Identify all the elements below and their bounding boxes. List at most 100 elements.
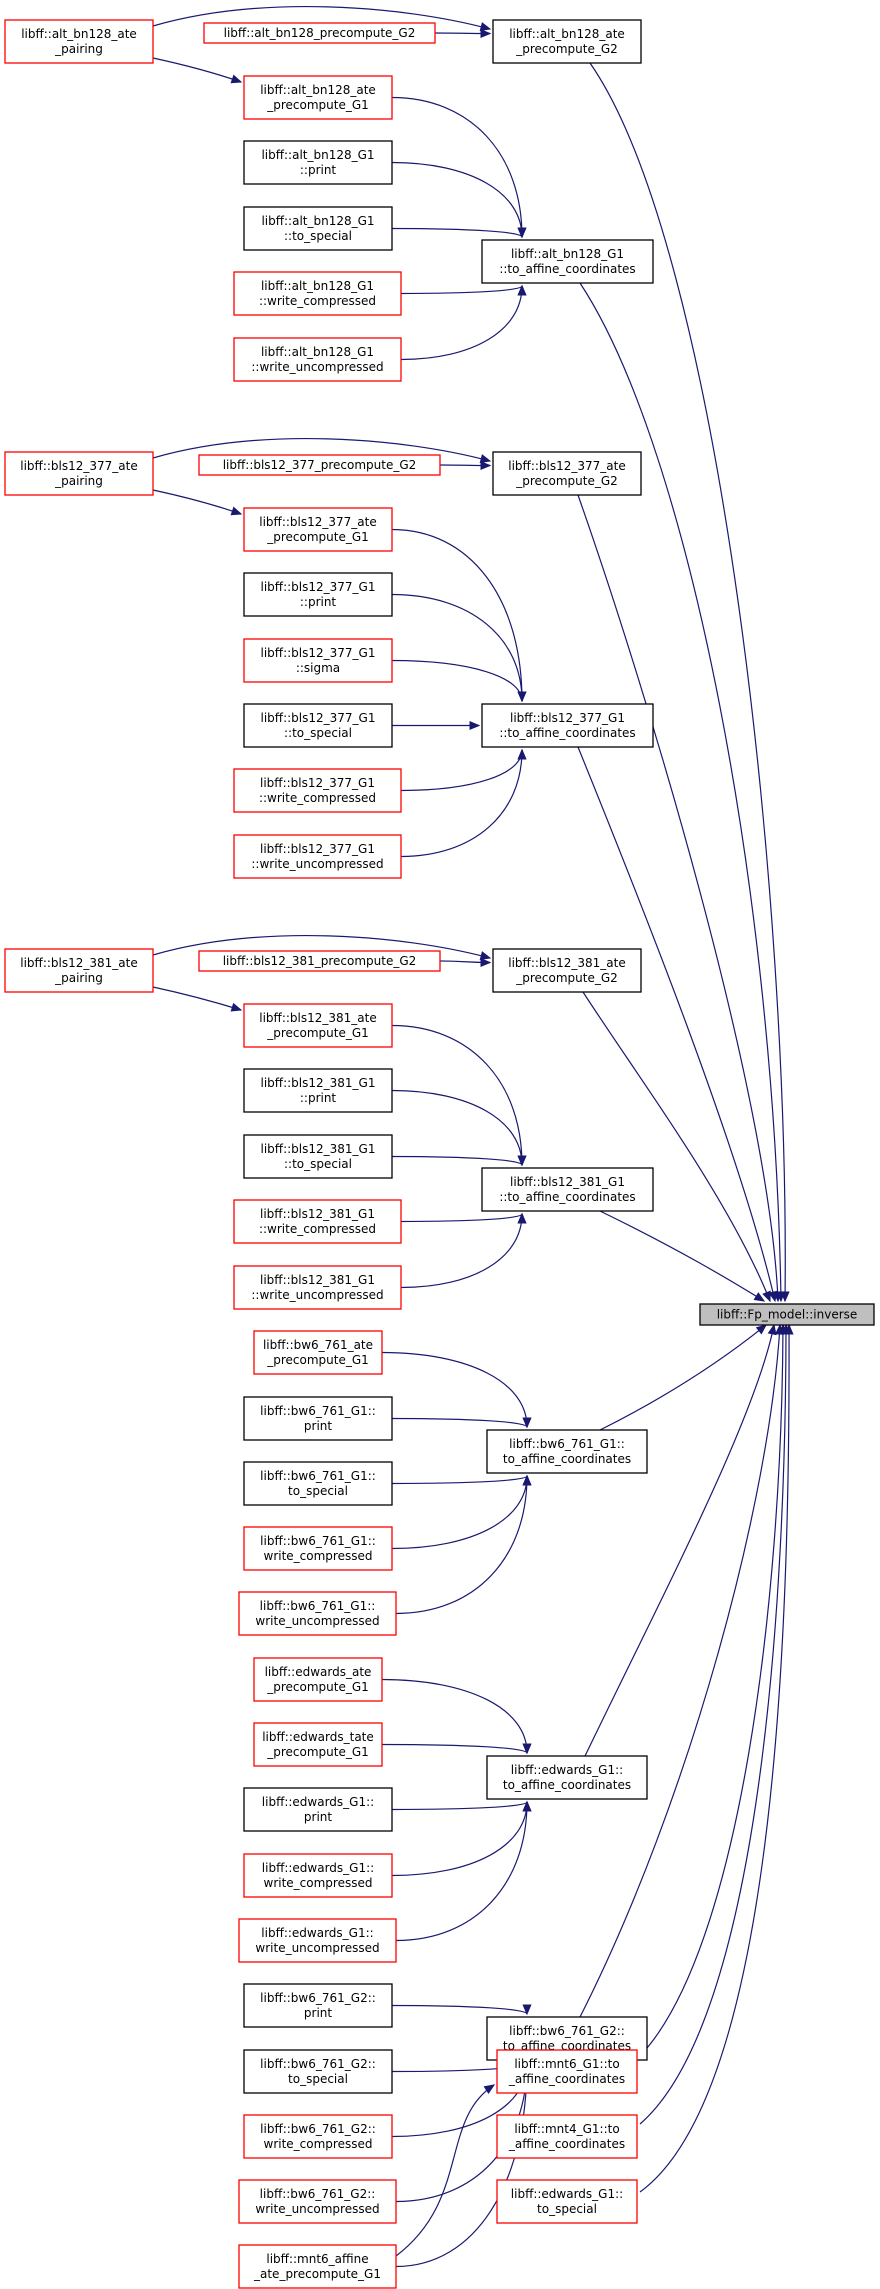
node-bw1_ate_pre_g1[interactable]: libff::bw6_761_ate_precompute_G1 bbox=[253, 1330, 383, 1375]
node-mnt4_affine[interactable]: libff::mnt4_G1::to_affine_coordinates bbox=[496, 2114, 638, 2159]
node-alt_ate_pre_g2[interactable]: libff::alt_bn128_ate_precompute_G2 bbox=[492, 19, 642, 64]
node-ed_print[interactable]: libff::edwards_G1::print bbox=[243, 1787, 393, 1832]
node-b381_affine[interactable]: libff::bls12_381_G1::to_affine_coordinat… bbox=[481, 1167, 654, 1212]
node-label-line: _pairing bbox=[54, 971, 103, 985]
node-label-line: _precompute_G1 bbox=[266, 1680, 369, 1694]
node-b381_print[interactable]: libff::bls12_381_G1::print bbox=[243, 1068, 393, 1113]
edge-line bbox=[400, 285, 523, 361]
edge-alt_special-to-alt_affine bbox=[391, 227, 527, 239]
edge-line bbox=[381, 1743, 528, 1754]
node-box bbox=[243, 507, 393, 552]
node-alt_ate_pre_g1[interactable]: libff::alt_bn128_ate_precompute_G1 bbox=[243, 75, 393, 120]
edge-alt_affine-to-fp_inverse bbox=[579, 282, 786, 1303]
node-b381_wu[interactable]: libff::bls12_381_G1::write_uncompressed bbox=[233, 1265, 402, 1310]
node-label-line: _affine_coordinates bbox=[508, 2137, 625, 2151]
node-ed_ate_pre_g1[interactable]: libff::edwards_ate_precompute_G1 bbox=[253, 1657, 383, 1702]
node-b377_print[interactable]: libff::bls12_377_G1::print bbox=[243, 572, 393, 617]
node-alt_wc[interactable]: libff::alt_bn128_G1::write_compressed bbox=[233, 271, 402, 316]
node-box bbox=[243, 2049, 393, 2094]
edge-b381_wu-to-b381_affine bbox=[400, 1212, 527, 1289]
node-bw2_print[interactable]: libff::bw6_761_G2::print bbox=[243, 1983, 393, 2028]
node-b377_special[interactable]: libff::bls12_377_G1::to_special bbox=[243, 703, 393, 748]
node-label-line: ::to_affine_coordinates bbox=[499, 1190, 635, 1204]
node-ed_wu[interactable]: libff::edwards_G1::write_uncompressed bbox=[238, 1918, 397, 1963]
node-alt_pre_g2_full[interactable]: libff::alt_bn128_precompute_G2 bbox=[203, 22, 436, 44]
node-b377_ate_pre_g1[interactable]: libff::bls12_377_ate_precompute_G1 bbox=[243, 507, 393, 552]
node-b377_sigma[interactable]: libff::bls12_377_G1::sigma bbox=[243, 638, 393, 683]
node-bw1_special[interactable]: libff::bw6_761_G1::to_special bbox=[243, 1461, 393, 1506]
edge-bw2_print-to-bw2_affine bbox=[391, 2004, 532, 2016]
node-label-line: libff::alt_bn128_ate bbox=[509, 27, 625, 41]
node-bw2_wu[interactable]: libff::bw6_761_G2::write_uncompressed bbox=[238, 2179, 397, 2224]
node-bw2_wc[interactable]: libff::bw6_761_G2::write_compressed bbox=[243, 2114, 393, 2159]
edge-b377_wu-to-b377_affine bbox=[400, 748, 527, 858]
node-box bbox=[243, 1787, 393, 1832]
edge-line bbox=[395, 1475, 528, 1615]
node-bw2_special[interactable]: libff::bw6_761_G2::to_special bbox=[243, 2049, 393, 2094]
node-b381_ate_pre_g2[interactable]: libff::bls12_381_ate_precompute_G2 bbox=[492, 948, 642, 993]
node-b381_special[interactable]: libff::bls12_381_G1::to_special bbox=[243, 1134, 393, 1179]
edge-line bbox=[639, 1324, 784, 2057]
node-bw1_print[interactable]: libff::bw6_761_G1::print bbox=[243, 1396, 393, 1441]
node-b377_pairing[interactable]: libff::bls12_377_ate_pairing bbox=[4, 451, 154, 496]
node-b377_ate_pre_g2[interactable]: libff::bls12_377_ate_precompute_G2 bbox=[492, 451, 642, 496]
edge-arrowhead bbox=[230, 506, 243, 516]
node-alt_special[interactable]: libff::alt_bn128_G1::to_special bbox=[243, 206, 393, 251]
node-label-line: to_special bbox=[537, 2202, 597, 2216]
node-label-line: ::write_compressed bbox=[259, 791, 376, 805]
node-b377_affine[interactable]: libff::bls12_377_G1::to_affine_coordinat… bbox=[481, 703, 654, 748]
node-label-line: libff::alt_bn128_G1 bbox=[261, 279, 374, 293]
node-label-line: ::write_uncompressed bbox=[251, 857, 383, 871]
node-box bbox=[238, 2179, 397, 2224]
edge-arrowhead bbox=[479, 951, 492, 960]
edge-line bbox=[152, 489, 242, 515]
node-mnt6_affine_pre[interactable]: libff::mnt6_affine_ate_precompute_G1 bbox=[238, 2244, 397, 2289]
edge-line bbox=[577, 746, 776, 1302]
node-alt_affine[interactable]: libff::alt_bn128_G1::to_affine_coordinat… bbox=[481, 239, 654, 284]
node-ed_tate_pre_g1[interactable]: libff::edwards_tate_precompute_G1 bbox=[253, 1722, 383, 1767]
node-label-line: libff::bls12_381_ate bbox=[508, 956, 625, 970]
node-b381_ate_pre_g1[interactable]: libff::bls12_381_ate_precompute_G1 bbox=[243, 1003, 393, 1048]
node-ed_special[interactable]: libff::edwards_G1::to_special bbox=[496, 2179, 638, 2224]
edge-bw1_wc-to-bw1_affine bbox=[391, 1474, 532, 1550]
node-b377_wc[interactable]: libff::bls12_377_G1::write_compressed bbox=[233, 768, 402, 813]
edge-arrowhead bbox=[768, 1290, 778, 1303]
node-label-line: _precompute_G1 bbox=[266, 1353, 369, 1367]
node-b381_pairing[interactable]: libff::bls12_381_ate_pairing bbox=[4, 948, 154, 993]
edge-line bbox=[391, 528, 523, 702]
node-box bbox=[243, 1068, 393, 1113]
node-label-line: libff::bw6_761_G1:: bbox=[509, 1437, 625, 1451]
node-box bbox=[233, 1199, 402, 1244]
node-ed_affine[interactable]: libff::edwards_G1::to_affine_coordinates bbox=[486, 1755, 648, 1800]
node-alt_print[interactable]: libff::alt_bn128_G1::print bbox=[243, 140, 393, 185]
node-label-line: ::to_special bbox=[284, 229, 352, 243]
node-b381_wc[interactable]: libff::bls12_381_G1::write_compressed bbox=[233, 1199, 402, 1244]
node-b377_pre_g2_full[interactable]: libff::bls12_377_precompute_G2 bbox=[198, 454, 441, 476]
edge-arrowhead bbox=[522, 1474, 532, 1486]
node-box bbox=[496, 2114, 638, 2159]
edge-arrowhead bbox=[517, 1212, 527, 1224]
node-label-line: _precompute_G1 bbox=[266, 1026, 369, 1040]
node-ed_wc[interactable]: libff::edwards_G1::write_compressed bbox=[243, 1853, 393, 1898]
node-label-line: libff::edwards_G1:: bbox=[262, 1795, 374, 1809]
edge-line bbox=[400, 749, 523, 792]
node-alt_pairing[interactable]: libff::alt_bn128_ate_pairing bbox=[4, 19, 154, 64]
edge-line bbox=[391, 1475, 528, 1550]
edge-b381_affine-to-fp_inverse bbox=[599, 1210, 766, 1302]
edge-line bbox=[639, 1324, 790, 2193]
node-b381_pre_g2_full[interactable]: libff::bls12_381_precompute_G2 bbox=[198, 950, 441, 972]
edge-line bbox=[599, 1210, 765, 1302]
node-mnt6_affine[interactable]: libff::mnt6_G1::to_affine_coordinates bbox=[496, 2049, 638, 2094]
node-label-line: write_uncompressed bbox=[255, 1941, 379, 1955]
node-box bbox=[243, 1461, 393, 1506]
node-bw1_wu[interactable]: libff::bw6_761_G1::write_uncompressed bbox=[238, 1591, 397, 1636]
node-label-line: libff::bls12_377_ate bbox=[259, 515, 376, 529]
node-bw1_wc[interactable]: libff::bw6_761_G1::write_compressed bbox=[243, 1526, 393, 1571]
edge-line bbox=[395, 2084, 495, 2257]
edge-ed_tate_pre_g1-to-ed_affine bbox=[381, 1743, 532, 1755]
node-b377_wu[interactable]: libff::bls12_377_G1::write_uncompressed bbox=[233, 834, 402, 879]
node-alt_wu[interactable]: libff::alt_bn128_G1::write_uncompressed bbox=[233, 337, 402, 382]
node-bw1_affine[interactable]: libff::bw6_761_G1::to_affine_coordinates bbox=[486, 1429, 648, 1474]
node-label-line: libff::bls12_377_G1 bbox=[260, 776, 375, 790]
edge-line bbox=[381, 1678, 528, 1754]
